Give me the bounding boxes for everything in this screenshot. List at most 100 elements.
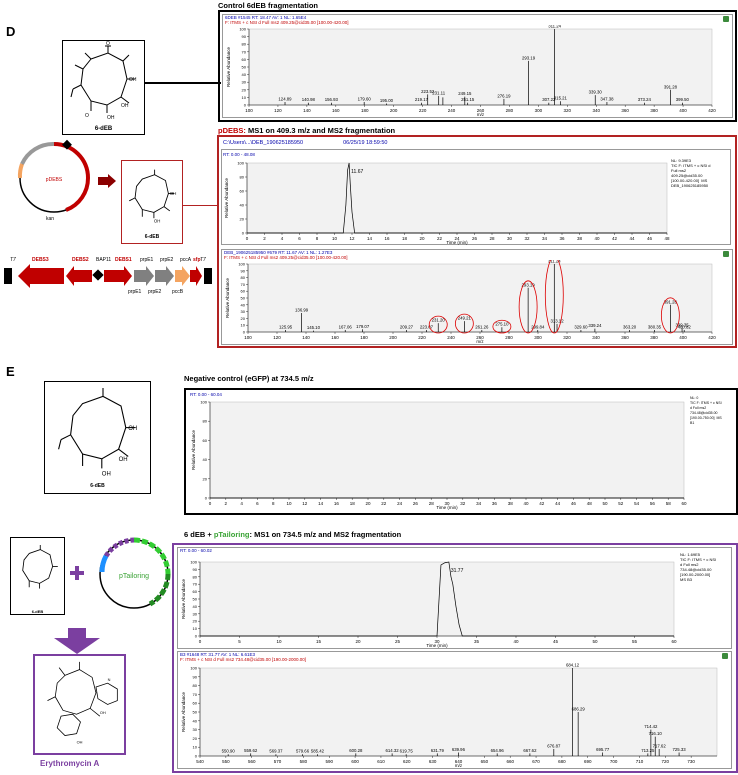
- x-tick-label: 140: [303, 108, 311, 113]
- x-tick-label: 420: [708, 108, 716, 113]
- y-tick-label: 100: [190, 560, 197, 565]
- pdebs-spectrum-window: DEB_190625185950 #679 RT: 11.67 AV: 1 NL…: [221, 249, 733, 345]
- y-tick-label: 50: [193, 597, 198, 602]
- peak-label: 717.62: [653, 743, 667, 748]
- x-axis-label: Time (min): [436, 505, 458, 510]
- gene-label-t7-end: T7: [200, 257, 206, 263]
- x-tick-label: 0: [246, 236, 249, 241]
- y-tick-label: 50: [241, 296, 246, 301]
- x-tick-label: 58: [666, 501, 672, 506]
- peak-label: 329.60: [574, 324, 588, 329]
- y-tick-label: 0: [244, 103, 247, 108]
- x-tick-label: 180: [361, 108, 369, 113]
- x-tick-label: 280: [505, 335, 513, 340]
- x-tick-label: 6: [256, 501, 259, 506]
- peak-label: 125.95: [279, 324, 293, 329]
- x-tick-label: 8: [272, 501, 275, 506]
- x-tick-label: 700: [610, 759, 618, 764]
- x-tick-label: 34: [542, 236, 548, 241]
- gene-label-sfp: sfp: [193, 257, 201, 263]
- gene-label-pccb: pccB: [172, 289, 184, 295]
- x-tick-label: 260: [476, 335, 484, 340]
- x-axis-label: Time (min): [426, 643, 448, 648]
- y-axis-label: Relative Abundance: [226, 46, 231, 87]
- y-tick-label: 10: [193, 745, 198, 750]
- y-tick-label: 40: [241, 302, 246, 307]
- gene-label-prpe1: prpE1: [140, 257, 154, 263]
- x-axis-label: m/z: [455, 763, 463, 768]
- x-tick-label: 28: [489, 236, 495, 241]
- y-tick-label: 90: [193, 567, 198, 572]
- y-tick-label: 20: [240, 217, 245, 222]
- gear-icon[interactable]: [723, 251, 729, 257]
- x-tick-label: 360: [621, 335, 629, 340]
- y-tick-label: 80: [242, 42, 247, 47]
- peak-label: 695.77: [596, 747, 610, 752]
- x-tick-label: 400: [679, 108, 687, 113]
- peak-label: 11.67: [351, 169, 363, 175]
- y-tick-label: 100: [200, 400, 207, 405]
- x-tick-label: 38: [577, 236, 583, 241]
- spectrum-header-line1: 6DEB #1545 RT: 18.47 AV: 1 NL: 1.65E4: [225, 15, 307, 20]
- svg-text:OH: OH: [100, 710, 106, 715]
- chromatogram-trace: [200, 561, 674, 637]
- svg-text:OH: OH: [129, 77, 137, 83]
- peak-label: 293.19: [522, 282, 536, 287]
- x-tick-label: 5: [238, 639, 241, 644]
- spectrum-header-line2: F: ITMS + c NSI d Full ms2 409.25@cid35.…: [225, 20, 349, 25]
- peak-label: 209.27: [400, 324, 414, 329]
- peak-label: 716.10: [649, 731, 663, 736]
- gear-icon[interactable]: [722, 653, 728, 659]
- peak-label: 315.21: [554, 96, 568, 101]
- x-tick-label: 380: [650, 108, 658, 113]
- peak-label: 124.89: [278, 96, 292, 101]
- gene-label-debs1: DEBS1: [115, 257, 132, 263]
- x-tick-label: 340: [592, 108, 600, 113]
- x-tick-label: 300: [534, 335, 542, 340]
- x-tick-label: 30: [444, 501, 450, 506]
- x-tick-label: 18: [350, 501, 356, 506]
- x-tick-label: 45: [553, 639, 559, 644]
- y-tick-label: 20: [203, 476, 208, 481]
- x-tick-label: 56: [650, 501, 656, 506]
- y-tick-label: 30: [241, 309, 246, 314]
- y-axis-label: Relative Abundance: [224, 177, 229, 218]
- chromatogram-range: RT: 0.00 - 60.02: [180, 548, 212, 553]
- ptailoring-spectrum-window: B3 #1648 RT: 31.77 AV: 1 NL: 6.61E3 F: I…: [177, 651, 732, 769]
- x-tick-label: 4: [281, 236, 284, 241]
- chromatogram-info: NL: 1.69E5 TIC F: ITMS + c NSI d Full ms…: [680, 552, 717, 582]
- 6deb-structure-label: 6-dEB: [144, 234, 160, 240]
- x-tick-label: 12: [302, 501, 308, 506]
- x-tick-label: 26: [472, 236, 478, 241]
- y-tick-label: 100: [237, 161, 244, 166]
- peak-label: 156.93: [325, 97, 339, 102]
- peak-label: 373.24: [638, 97, 652, 102]
- y-tick-label: 90: [193, 674, 198, 679]
- y-tick-label: 0: [205, 496, 208, 501]
- gene-label-prpe1-b: prpE1: [128, 289, 142, 295]
- x-tick-label: 18: [402, 236, 408, 241]
- gear-icon[interactable]: [723, 16, 729, 22]
- x-tick-label: 2: [263, 236, 266, 241]
- peak-label: 249.21: [458, 316, 472, 321]
- gene-label-prpe2-b: prpE2: [148, 289, 162, 295]
- peak-label: 219.17: [415, 97, 429, 102]
- peak-label: 550.90: [222, 749, 236, 754]
- gene-label-pcca: pccA: [180, 257, 192, 263]
- y-tick-label: 40: [242, 72, 247, 77]
- x-tick-label: 240: [448, 108, 456, 113]
- y-tick-label: 100: [190, 666, 197, 671]
- panel-label-e: E: [6, 364, 15, 379]
- x-tick-label: 10: [276, 639, 282, 644]
- svg-text:OH: OH: [119, 457, 128, 463]
- pdebs-frame: [217, 135, 737, 348]
- svg-text:OH: OH: [154, 219, 161, 224]
- peak-label: 363.20: [623, 324, 637, 329]
- x-tick-label: 40: [594, 236, 600, 241]
- peak-label: 619.75: [400, 749, 414, 754]
